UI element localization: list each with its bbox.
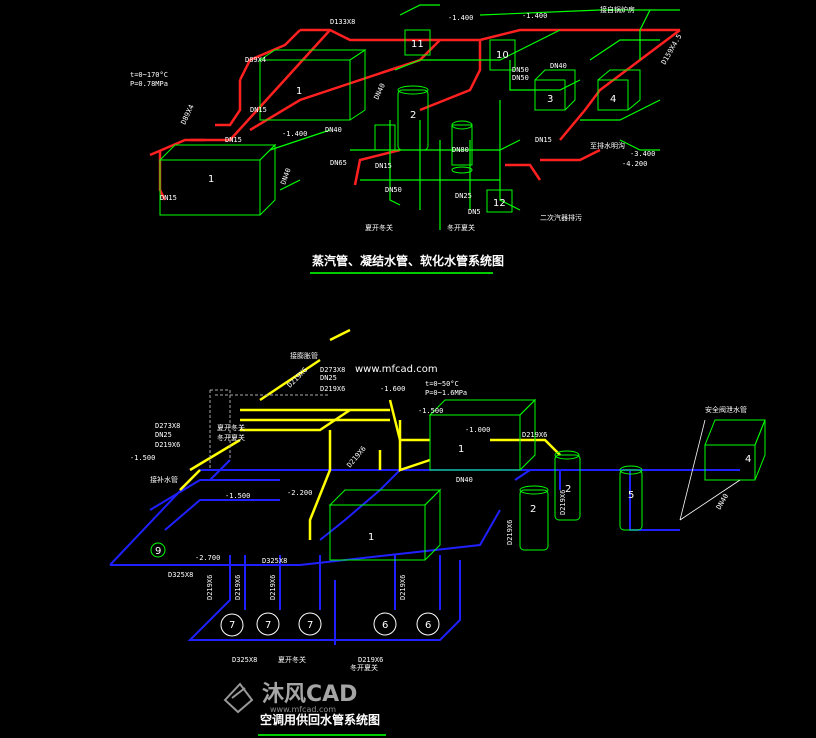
steam-pipes — [149, 28, 681, 201]
pipe-label: DN25 — [155, 431, 172, 439]
equip-num: 4 — [610, 94, 616, 105]
pipe-label: DN40 — [325, 126, 342, 134]
brand-url: www.mfcad.com — [270, 705, 336, 714]
pipe-label: DN15 — [225, 136, 242, 144]
bottom-equipment — [150, 398, 766, 561]
equip-num: 3 — [547, 94, 553, 105]
condensate-pipes — [269, 4, 680, 230]
pipe-label: D219X6 — [320, 385, 345, 393]
supply-water-pipes — [179, 328, 561, 540]
pipe-label: DN25 — [320, 374, 337, 382]
equip-num: 2 — [565, 484, 571, 495]
note: t=0~50°C — [425, 380, 459, 388]
pipe-label: DN15 — [375, 162, 392, 170]
pump-circles — [220, 612, 440, 637]
pipe-label: D219X6 — [506, 520, 514, 545]
equip-num: 2 — [530, 504, 536, 515]
top-equipment — [158, 29, 641, 216]
pipe-label: D219X6 — [234, 575, 242, 600]
pipe-label: DN15 — [535, 136, 552, 144]
pipe-label: D325X8 — [262, 557, 287, 565]
equip-num: 6 — [425, 620, 431, 631]
pipe-label: DN25 — [455, 192, 472, 200]
equip-num: 1 — [208, 174, 214, 185]
pipe-label: D325X8 — [232, 656, 257, 664]
equip-num: 12 — [493, 198, 506, 209]
pipe-label: DN15 — [250, 106, 267, 114]
equip-num: 1 — [368, 532, 374, 543]
diagram-title: 空调用供回水管系统图 — [260, 712, 380, 727]
brand-name: 沐风CAD — [262, 682, 357, 707]
pipe-label: DN40 — [550, 62, 567, 70]
note: 接自锅炉房 — [600, 5, 635, 14]
pipe-label: DN5 — [468, 208, 481, 216]
pipe-label: D219X6 — [269, 575, 277, 600]
note: 接膨胀管 — [290, 351, 318, 360]
equip-num: 6 — [382, 620, 388, 631]
brand-watermark: 沐风CAD www.mfcad.com — [223, 682, 357, 714]
level-mark: -1.400 — [448, 14, 473, 22]
equip-num: 5 — [628, 490, 634, 501]
equip-num: 9 — [155, 546, 161, 557]
note: 接补水管 — [150, 475, 178, 484]
pipe-label: D325X8 — [168, 571, 193, 579]
pipe-label: DN40 — [456, 476, 473, 484]
note: 冬开夏关 — [447, 223, 475, 232]
level-mark: -1.000 — [465, 426, 490, 434]
note: 夏开冬关 — [365, 223, 393, 232]
note: 冬开夏关 — [350, 663, 378, 672]
level-mark: -1.500 — [130, 454, 155, 462]
note: 夏开冬关 — [217, 423, 245, 432]
pipe-label: DN15 — [160, 194, 177, 202]
equip-num: 11 — [411, 39, 424, 50]
equip-num: 1 — [458, 444, 464, 455]
level-mark: -1.500 — [225, 492, 250, 500]
level-mark: -4.200 — [622, 160, 647, 168]
pipe-label: D219X6 — [399, 575, 407, 600]
equip-num: 10 — [496, 50, 509, 61]
pipe-label: D219X6 — [358, 656, 383, 664]
note: 冬开夏关 — [217, 433, 245, 442]
brand-logo-icon — [223, 682, 254, 714]
note: 夏开冬关 — [278, 655, 306, 664]
equip-num: 7 — [265, 620, 271, 631]
equip-num: 4 — [745, 454, 751, 465]
note: P=0~1.6MPa — [425, 389, 467, 397]
pipe-label: D273X8 — [320, 366, 345, 374]
level-mark: -2.200 — [287, 489, 312, 497]
level-mark: -2.700 — [195, 554, 220, 562]
note: t=0~170°C — [130, 71, 168, 79]
note: 安全阀泄水管 — [705, 405, 747, 414]
level-mark: -1.400 — [282, 130, 307, 138]
diagram-title: 蒸汽管、凝结水管、软化水管系统图 — [312, 253, 504, 268]
level-mark: -1.400 — [522, 12, 547, 20]
note: P=0.78MPa — [130, 80, 168, 88]
pipe-label: D133X8 — [330, 18, 355, 26]
level-mark: -1.600 — [380, 385, 405, 393]
level-mark: -1.500 — [418, 407, 443, 415]
pipe-label: D89X4 — [245, 56, 266, 64]
pipe-label: DN80 — [452, 146, 469, 154]
pipe-label: D273X8 — [155, 422, 180, 430]
watermark-url: www.mfcad.com — [355, 364, 438, 375]
equip-num: 2 — [410, 110, 416, 121]
pipe-label: D219X6 — [559, 490, 567, 515]
equip-num: 7 — [229, 620, 235, 631]
pipe-label: D219X6 — [206, 575, 214, 600]
pipe-label: D219X6 — [155, 441, 180, 449]
pipe-label: D219X6 — [522, 431, 547, 439]
pipe-label: DN50 — [512, 74, 529, 82]
equip-num: 7 — [307, 620, 313, 631]
level-mark: -3.400 — [630, 150, 655, 158]
pipe-label: DN50 — [512, 66, 529, 74]
auxiliary-pipes — [209, 389, 330, 470]
pipe-label: DN50 — [385, 186, 402, 194]
note: 至排水明沟 — [590, 141, 625, 150]
note: 二次汽器排污 — [540, 213, 582, 222]
equip-num: 1 — [296, 86, 302, 97]
pipe-label: DN65 — [330, 159, 347, 167]
